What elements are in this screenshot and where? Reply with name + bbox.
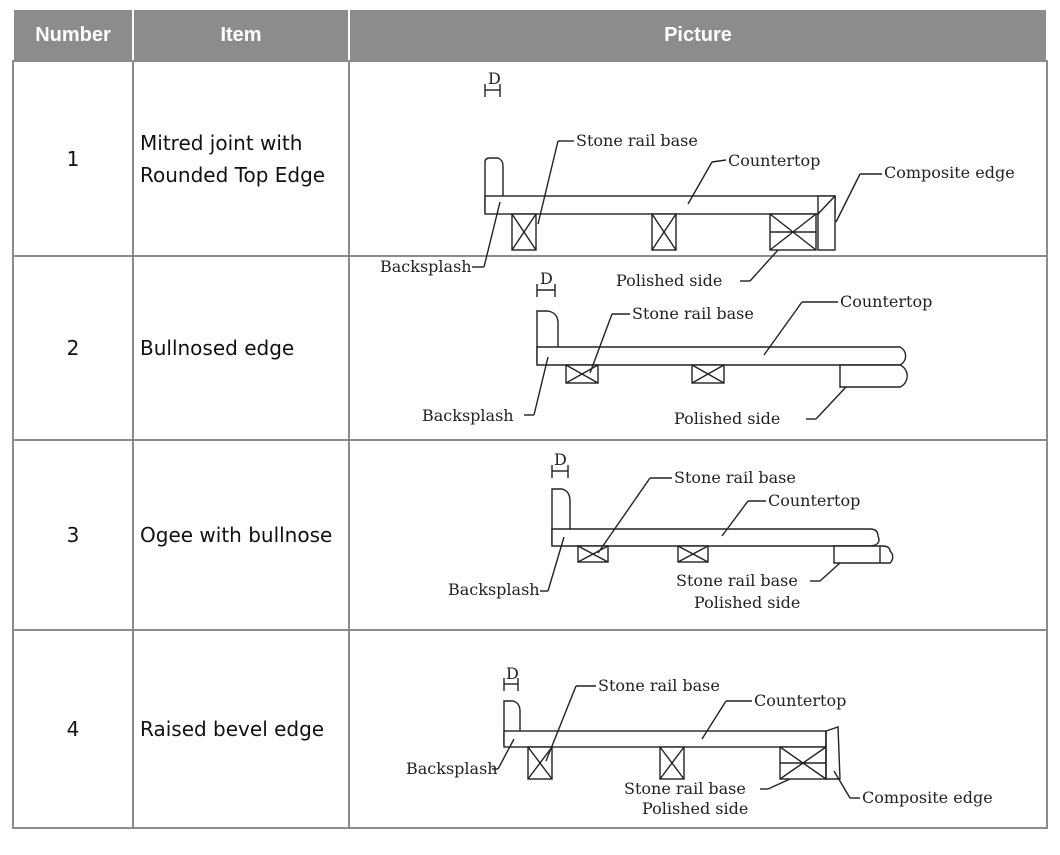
table-row: 3 Ogee with bullnose D Stone rail bas (12, 439, 1048, 631)
label-polished-side: Polished side (642, 799, 748, 818)
item-line: Raised bevel edge (140, 717, 325, 741)
bullnosed-edge-drawing: D Stone rail base Countertop Backsplas (422, 269, 932, 428)
composite-edge-shape (825, 726, 841, 780)
item-line: Ogee with bullnose (140, 523, 333, 547)
header-item: Item (132, 8, 350, 62)
row-picture: D Stone rail base Countertop (348, 439, 1048, 631)
label-d: D (554, 450, 567, 469)
label-stone-rail-base-2: Stone rail base (624, 779, 746, 798)
polished-side-shape (833, 545, 894, 564)
label-d: D (488, 69, 501, 88)
countertop-slab (536, 346, 907, 366)
label-countertop: Countertop (840, 292, 932, 311)
label-composite-edge: Composite edge (884, 163, 1015, 182)
row-number: 4 (12, 629, 134, 829)
ogee-bullnose-drawing: D Stone rail base Countertop (448, 450, 894, 612)
label-stone-rail-base: Stone rail base (598, 676, 720, 695)
item-line: Mitred joint with (140, 130, 303, 155)
label-stone-rail-base: Stone rail base (632, 304, 754, 323)
row-number: 3 (12, 439, 134, 631)
label-composite-edge: Composite edge (862, 788, 993, 807)
label-stone-rail-base: Stone rail base (674, 468, 796, 487)
label-backsplash: Backsplash (406, 759, 498, 778)
row-item: Raised bevel edge (132, 629, 350, 829)
label-countertop: Countertop (768, 491, 860, 510)
table-row: 2 Bullnosed edge D Stone rail base (12, 255, 1048, 441)
table-header-row: Number Item Picture (12, 8, 1048, 62)
item-line: Rounded Top Edge (140, 162, 326, 187)
row-picture: D Stone rail base (348, 60, 1048, 290)
row-item: Bullnosed edge (132, 255, 350, 441)
countertop-slab (551, 528, 880, 547)
row-item: Ogee with bullnose (132, 439, 350, 631)
countertop-slab (484, 195, 836, 215)
header-picture: Picture (348, 8, 1048, 62)
row-picture: D Stone rail base Countertop Backsplas (348, 255, 1048, 441)
label-polished-side: Polished side (694, 593, 800, 612)
label-stone-rail-base-2: Stone rail base (676, 571, 798, 590)
raised-bevel-drawing: D Stone rail base (406, 664, 993, 818)
row-picture: D Stone rail base (348, 629, 1048, 829)
label-polished-side: Polished side (674, 409, 780, 428)
polished-side-shape (839, 364, 908, 388)
row-number: 2 (12, 255, 134, 441)
mitred-edge-drawing: D Stone rail base (380, 69, 1015, 290)
label-d: D (540, 269, 553, 288)
label-countertop: Countertop (728, 151, 820, 170)
item-line: Bullnosed edge (140, 336, 295, 360)
label-backsplash: Backsplash (422, 406, 514, 425)
label-stone-rail-base: Stone rail base (576, 131, 698, 150)
label-backsplash: Backsplash (448, 580, 540, 599)
row-number: 1 (12, 60, 134, 257)
table-row: 4 Raised bevel edge D (12, 629, 1048, 829)
label-d: D (506, 664, 519, 683)
header-number: Number (12, 8, 134, 62)
label-countertop: Countertop (754, 691, 846, 710)
